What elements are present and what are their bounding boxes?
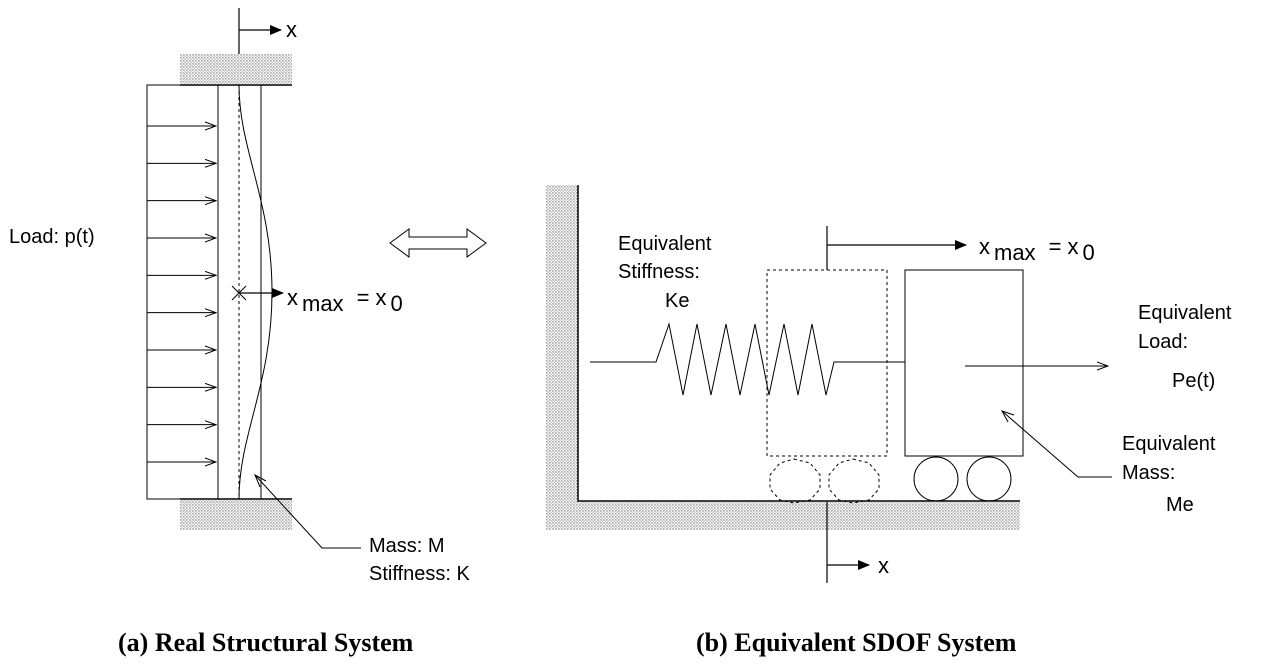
sdof-x-sub-0: 0 xyxy=(1083,240,1095,265)
equivalent-stiffness-label-3: Ke xyxy=(665,290,689,312)
undeformed-mass-outline xyxy=(766,269,888,457)
left-wall-hatch xyxy=(546,185,578,530)
load-block xyxy=(146,84,219,500)
equivalent-stiffness-label-1: Equivalent xyxy=(618,233,712,255)
real-system-caption: (a) Real Structural System xyxy=(118,628,414,657)
wheel-left xyxy=(913,456,959,502)
equivalent-mass-block xyxy=(904,269,1024,457)
undeformed-wheel-right xyxy=(828,458,880,504)
equivalent-mass-label-3: Me xyxy=(1166,494,1194,516)
sdof-x-var: x xyxy=(979,234,990,259)
sdof-bottom-axis-label: x xyxy=(878,553,889,578)
stiffness-label: Stiffness: K xyxy=(369,563,470,585)
equivalent-mass-label-1: Equivalent xyxy=(1122,433,1216,455)
double-arrow-icon xyxy=(389,228,487,258)
floor-hatch xyxy=(546,502,1020,530)
load-arrows xyxy=(147,126,216,462)
mass-label: Mass: M xyxy=(369,535,445,557)
x-sub-0: 0 xyxy=(391,291,403,316)
load-label: Load: p(t) xyxy=(9,226,95,248)
equals-x: = x xyxy=(357,285,387,310)
mass-leader-line xyxy=(254,474,361,549)
sdof-mass-leader-line xyxy=(1001,410,1112,478)
mass-leader-arrowhead xyxy=(253,473,267,488)
x-var: x xyxy=(287,285,298,310)
top-support-hatch xyxy=(180,54,292,84)
ground-outline xyxy=(577,185,1020,502)
equivalent-load-label-1: Equivalent xyxy=(1138,302,1232,324)
bottom-support-hatch xyxy=(180,500,292,530)
equivalent-stiffness-label-2: Stiffness: xyxy=(618,261,700,283)
spring-icon xyxy=(590,322,905,396)
equivalent-load-label-3: Pe(t) xyxy=(1172,370,1215,392)
wheel-right xyxy=(966,456,1012,502)
undeformed-wheel-left xyxy=(769,458,821,504)
deflected-shape xyxy=(238,84,273,500)
equivalent-load-label-2: Load: xyxy=(1138,331,1188,353)
sdof-mass-leader-arrowhead xyxy=(1000,410,1015,423)
sdof-x-sub-max: max xyxy=(994,240,1036,265)
sdof-equals-x: = x xyxy=(1049,234,1079,259)
equivalent-mass-label-2: Mass: xyxy=(1122,462,1175,484)
sdof-system-caption: (b) Equivalent SDOF System xyxy=(696,628,1017,657)
top-axis-label: x xyxy=(286,17,297,42)
x-sub-max: max xyxy=(302,291,344,316)
